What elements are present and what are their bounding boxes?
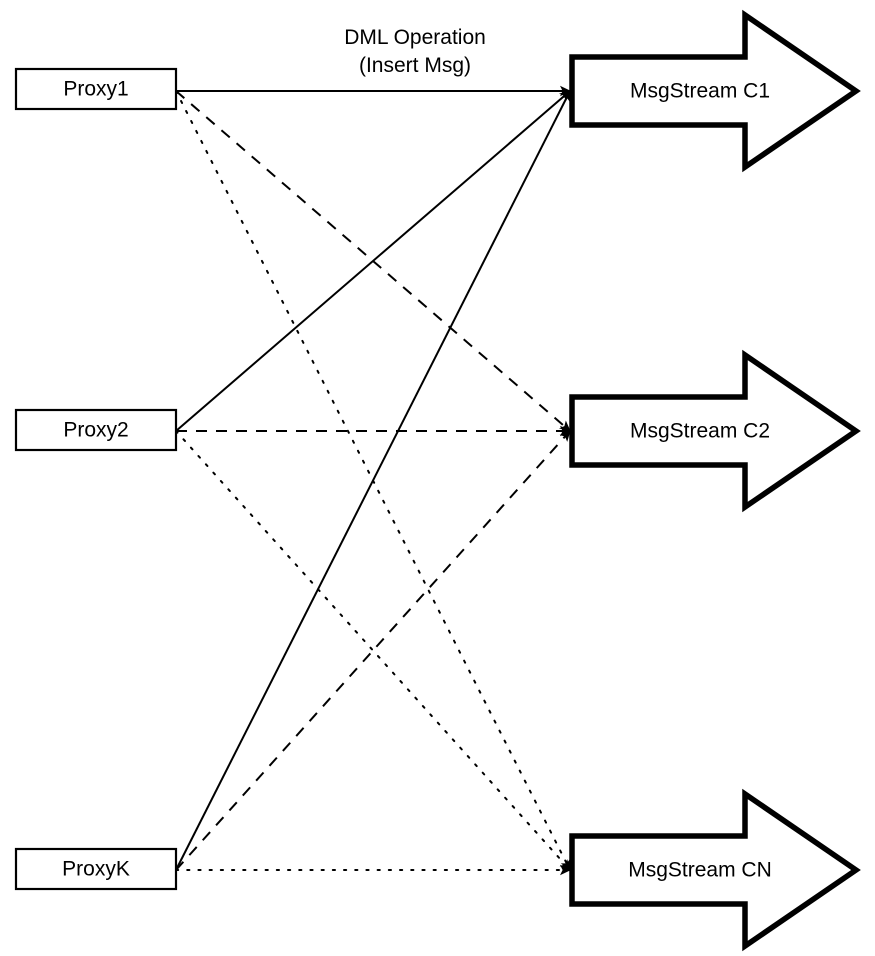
link-proxy2-to-c1[interactable] — [175, 90, 571, 432]
stream-node-msgstream-c1[interactable]: MsgStream C1 — [569, 9, 861, 173]
proxy-node-proxy2[interactable]: Proxy2 — [14, 408, 178, 452]
stream-label-msgstream-cn: MsgStream CN — [628, 859, 772, 882]
proxy-box-proxy1[interactable] — [14, 67, 178, 111]
stream-label-msgstream-c1: MsgStream C1 — [630, 80, 770, 103]
link-proxyk-to-c2[interactable] — [175, 430, 571, 871]
annotation-dml-operation: DML Operation (Insert Msg) — [344, 26, 486, 77]
annotation-group: DML Operation (Insert Msg) — [344, 26, 486, 77]
annotation-line2-dml-operation: (Insert Msg) — [359, 54, 471, 77]
proxy-node-proxy1[interactable]: Proxy1 — [14, 67, 178, 111]
stream-node-msgstream-cn[interactable]: MsgStream CN — [569, 788, 861, 952]
link-proxyk-to-c1[interactable] — [175, 90, 571, 871]
stream-label-msgstream-c2: MsgStream C2 — [630, 420, 770, 443]
proxy-box-proxy2[interactable] — [14, 408, 178, 452]
stream-arrow-shape-msgstream-cn[interactable] — [569, 788, 861, 952]
proxy-label-proxy1: Proxy1 — [63, 78, 128, 101]
stream-arrow-shape-msgstream-c1[interactable] — [569, 9, 861, 173]
proxy-label-proxy2: Proxy2 — [63, 419, 128, 442]
stream-arrow-shape-msgstream-c2[interactable] — [569, 349, 861, 513]
proxy-label-proxyk: ProxyK — [62, 858, 130, 881]
annotation-line1-dml-operation: DML Operation — [344, 26, 486, 49]
proxy-box-proxyk[interactable] — [14, 847, 178, 891]
proxy-node-proxyk[interactable]: ProxyK — [14, 847, 178, 891]
stream-group: MsgStream C1 MsgStream C2 MsgStream CN — [569, 9, 861, 952]
link-group — [175, 85, 571, 876]
stream-node-msgstream-c2[interactable]: MsgStream C2 — [569, 349, 861, 513]
